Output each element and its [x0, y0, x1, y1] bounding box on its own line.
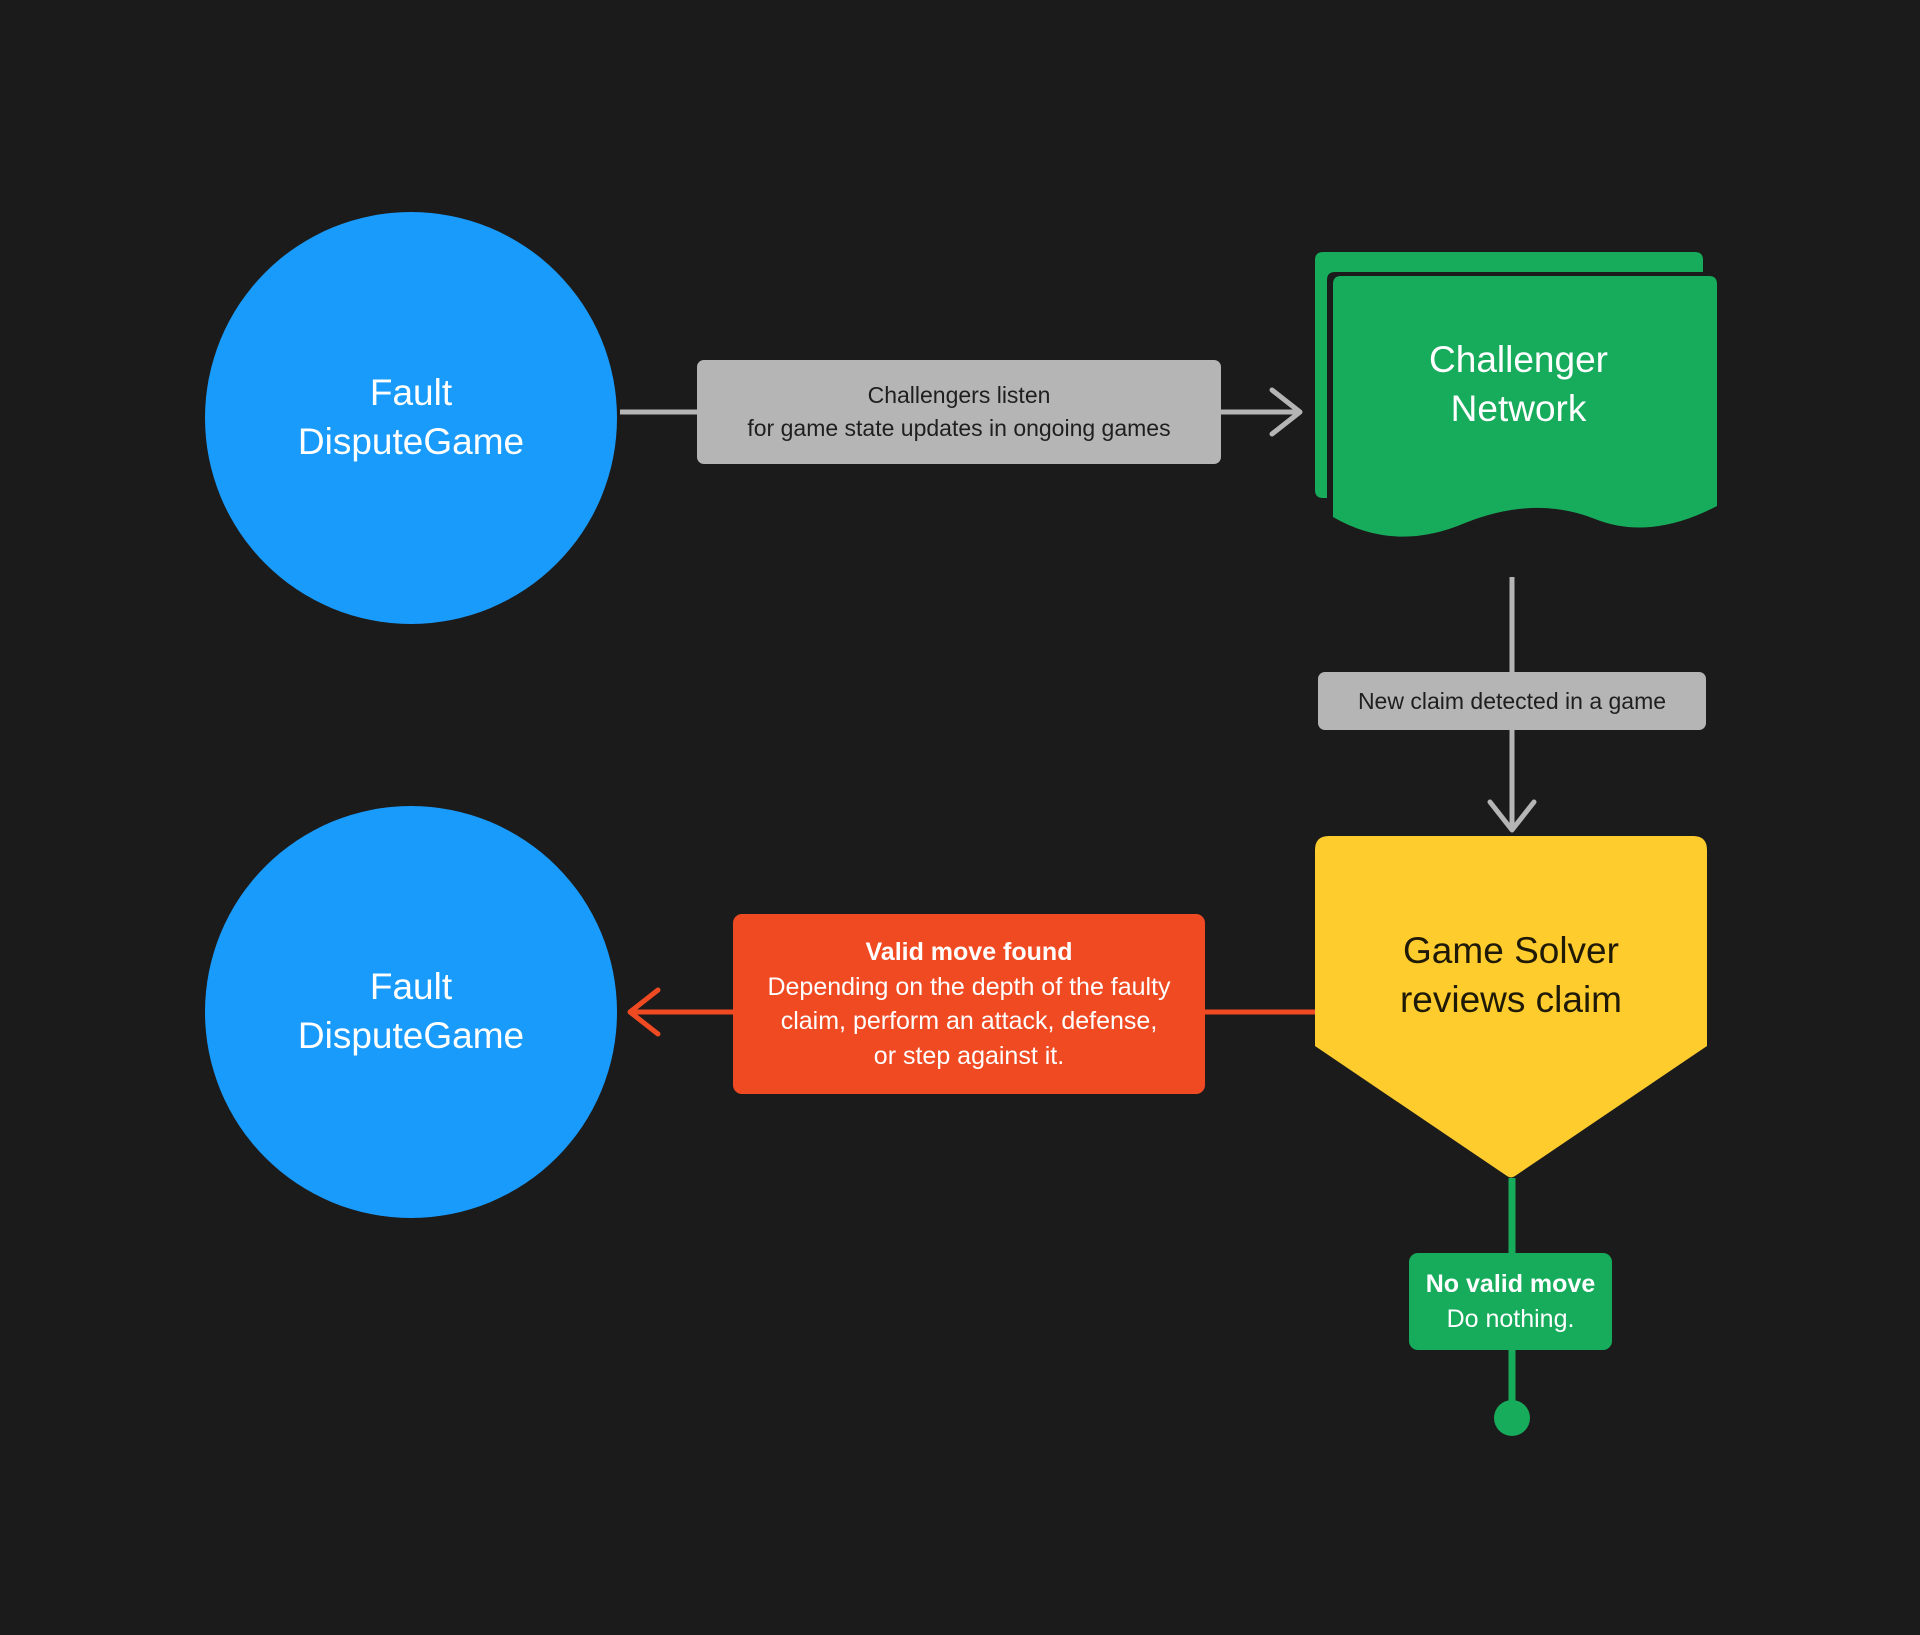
- arrowhead-icon: [1269, 387, 1303, 437]
- edge-label-no-valid-move-line-1: Do nothing.: [1446, 1304, 1575, 1333]
- edge-label-valid-move-line-1: Depending on the depth of the faulty: [767, 972, 1171, 1001]
- edge-label-listen: Challengers listen for game state update…: [697, 360, 1221, 464]
- node-fault-dispute-game-bottom-label: Fault DisputeGame: [297, 966, 525, 1056]
- edge-label-valid-move-heading: Valid move found: [865, 938, 1073, 966]
- edge-label-valid-move-line-2: claim, perform an attack, defense,: [780, 1007, 1158, 1035]
- node-fault-dispute-game-bottom[interactable]: Fault DisputeGame: [205, 806, 617, 1218]
- end-terminal-dot-icon: [1494, 1400, 1530, 1436]
- edge-label-valid-move: Valid move found Depending on the depth …: [733, 914, 1205, 1094]
- edge-label-new-claim-line-1: New claim detected in a game: [1357, 687, 1667, 714]
- multi-document-shape-icon: [1315, 252, 1717, 544]
- node-game-solver[interactable]: Game Solver reviews claim: [1315, 836, 1707, 1178]
- edge-label-listen-line-1: Challengers listen: [867, 382, 1051, 409]
- node-challenger-network-label: Challenger Network: [1429, 339, 1608, 429]
- node-challenger-network[interactable]: Challenger Network: [1305, 248, 1720, 578]
- edge-label-new-claim: New claim detected in a game: [1318, 672, 1706, 730]
- arrowhead-icon: [1487, 799, 1537, 833]
- edge-label-no-valid-move: No valid move Do nothing.: [1409, 1253, 1612, 1350]
- node-fault-dispute-game-top[interactable]: Fault DisputeGame: [205, 212, 617, 624]
- edge-label-valid-move-line-3: or step against it.: [873, 1041, 1065, 1070]
- node-game-solver-label: Game Solver reviews claim: [1399, 930, 1623, 1020]
- edge-label-listen-line-2: for game state updates in ongoing games: [747, 415, 1171, 441]
- edge-label-no-valid-move-heading: No valid move: [1425, 1270, 1596, 1298]
- shield-shape-icon: [1315, 836, 1707, 1178]
- node-fault-dispute-game-top-label: Fault DisputeGame: [297, 372, 525, 462]
- arrowhead-icon: [627, 987, 661, 1037]
